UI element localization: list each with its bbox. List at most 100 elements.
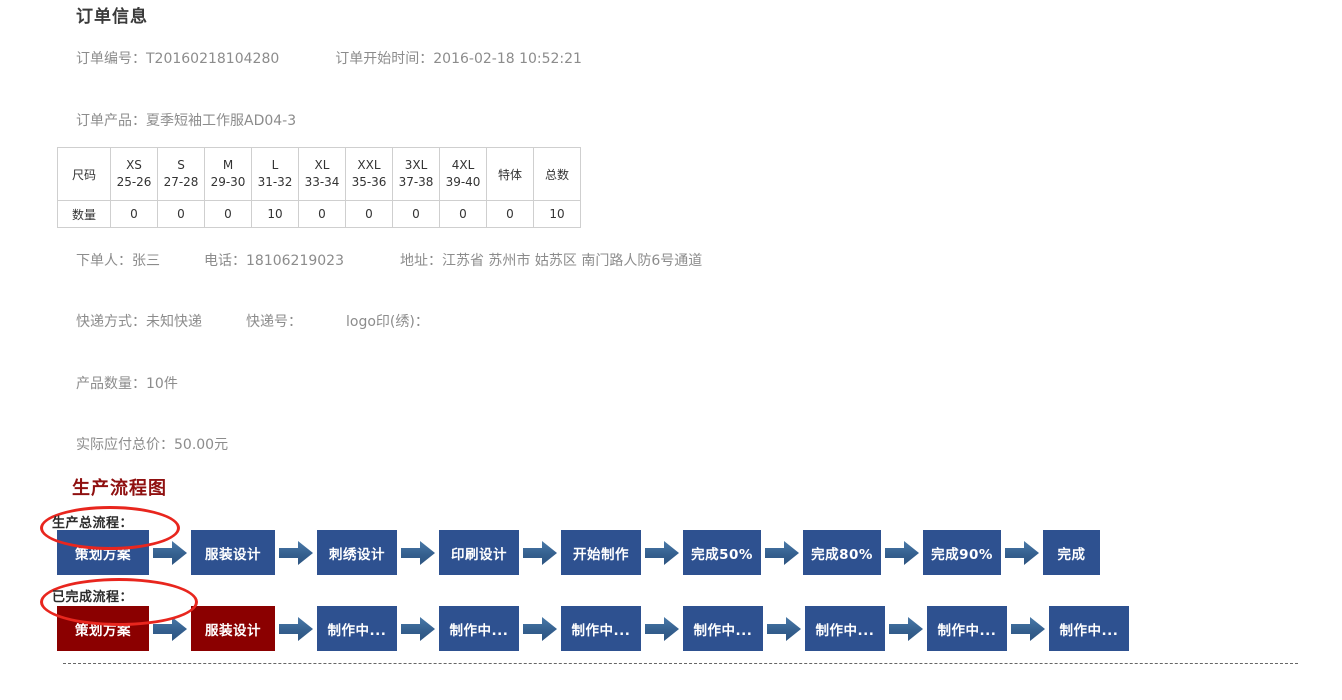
flow-arrow-icon [761,530,803,575]
flow-arrow-icon [641,606,683,651]
flow-arrow-icon [519,606,561,651]
product-value: 夏季短袖工作服AD04-3 [146,113,297,129]
size-range: 29-30 [210,175,246,189]
done-flow-step[interactable]: 制作中... [439,606,519,651]
total-flow-step[interactable]: 刺绣设计 [317,530,397,575]
row-header-size: 尺码 [57,147,111,201]
qty-xs: 0 [110,200,158,228]
flow-arrow-icon [881,530,923,575]
size-col-xs: XS 25-26 [110,147,158,201]
shipping-row: 快递方式：未知快递 快递号： logo印(绣)： [76,311,429,331]
size-name: XS [126,157,142,172]
size-name: M [222,157,234,172]
size-col-3xl: 3XL 37-38 [392,147,440,201]
product-row: 订单产品：夏季短袖工作服AD04-3 [76,110,296,130]
size-name: XL [314,157,330,172]
size-col-special: 特体 [486,147,534,201]
total-flow-step[interactable]: 完成50% [683,530,761,575]
total-flow-row: 策划方案服装设计刺绣设计印刷设计开始制作完成50% 完成80% 完成90% 完成 [57,530,1100,575]
product-label: 订单产品： [76,113,146,129]
flow-arrow-icon [1007,606,1049,651]
total-flow-step[interactable]: 服装设计 [191,530,275,575]
logo-print-label: logo印(绣)： [346,314,429,330]
total-flow-step[interactable]: 印刷设计 [439,530,519,575]
done-flow-step[interactable]: 制作中... [805,606,885,651]
phone-value: 18106219023 [246,253,344,269]
size-name: XXL [357,157,381,172]
quantity-value: 10件 [146,376,178,392]
table-row-quantity: 数量 0 0 0 10 0 0 0 0 0 10 [57,200,581,228]
total-flow-step[interactable]: 完成80% [803,530,881,575]
flow-arrow-icon [397,530,439,575]
size-quantity-table: 尺码 XS 25-26 S 27-28 M 29-30 L 31-32 XL 3… [57,147,581,228]
size-range: 39-40 [445,175,481,189]
size-col-4xl: 4XL 39-40 [439,147,487,201]
total-flow-label: 生产总流程： [52,516,134,531]
size-range: 25-26 [116,175,152,189]
flow-arrow-icon [519,530,561,575]
done-flow-row: 策划方案服装设计制作中...制作中...制作中...制作中...制作中...制作… [57,606,1129,651]
start-time-value: 2016-02-18 10:52:21 [433,51,582,67]
size-range: 33-34 [304,175,340,189]
express-no-label: 快递号： [246,314,302,330]
qty-m: 0 [204,200,252,228]
customer-value: 张三 [132,253,160,269]
qty-s: 0 [157,200,205,228]
start-time-label: 订单开始时间： [335,51,434,67]
quantity-label: 产品数量： [76,376,146,392]
express-value: 未知快递 [146,314,202,330]
done-flow-step[interactable]: 服装设计 [191,606,275,651]
address-value: 江苏省 苏州市 姑苏区 南门路人防6号通道 [441,253,703,269]
flow-arrow-icon [149,606,191,651]
page-title: 订单信息 [76,7,148,27]
done-flow-step[interactable]: 制作中... [317,606,397,651]
size-range: 37-38 [398,175,434,189]
qty-xl: 0 [298,200,346,228]
table-row-size: 尺码 XS 25-26 S 27-28 M 29-30 L 31-32 XL 3… [57,147,581,201]
size-name: S [177,157,185,172]
flow-arrow-icon [1001,530,1043,575]
order-meta-row: 订单编号：T20160218104280 订单开始时间：2016-02-18 10… [76,48,582,68]
size-col-s: S 27-28 [157,147,205,201]
qty-4xl: 0 [439,200,487,228]
size-name: 4XL [451,157,475,172]
qty-total: 10 [533,200,581,228]
done-flow-label: 已完成流程： [52,590,134,605]
row-header-qty: 数量 [57,200,111,228]
production-flow-title: 生产流程图 [72,478,167,499]
total-value: 50.00元 [174,437,229,453]
flow-arrow-icon [275,606,317,651]
total-flow-step[interactable]: 策划方案 [57,530,149,575]
done-flow-step[interactable]: 制作中... [683,606,763,651]
express-label: 快递方式： [76,314,146,330]
flow-arrow-icon [885,606,927,651]
size-col-m: M 29-30 [204,147,252,201]
size-col-xl: XL 33-34 [298,147,346,201]
customer-row: 下单人：张三 电话：18106219023 地址：江苏省 苏州市 姑苏区 南门路人防… [76,250,702,270]
phone-label: 电话： [204,253,246,269]
size-name: 3XL [404,157,428,172]
bottom-divider [63,663,1298,664]
size-col-total: 总数 [533,147,581,201]
flow-arrow-icon [397,606,439,651]
order-no-label: 订单编号： [76,51,146,67]
size-range: 35-36 [351,175,387,189]
size-col-l: L 31-32 [251,147,299,201]
total-flow-step[interactable]: 开始制作 [561,530,641,575]
done-flow-step[interactable]: 制作中... [561,606,641,651]
customer-label: 下单人： [76,253,132,269]
done-flow-step[interactable]: 策划方案 [57,606,149,651]
total-flow-step[interactable]: 完成90% [923,530,1001,575]
flow-arrow-icon [149,530,191,575]
size-name: L [271,157,279,172]
qty-special: 0 [486,200,534,228]
flow-arrow-icon [275,530,317,575]
size-range: 31-32 [257,175,293,189]
qty-3xl: 0 [392,200,440,228]
done-flow-step[interactable]: 制作中... [1049,606,1129,651]
address-label: 地址： [399,253,442,269]
total-flow-step[interactable]: 完成 [1043,530,1100,575]
order-no-value: T20160218104280 [146,51,280,67]
done-flow-step[interactable]: 制作中... [927,606,1007,651]
size-col-xxl: XXL 35-36 [345,147,393,201]
